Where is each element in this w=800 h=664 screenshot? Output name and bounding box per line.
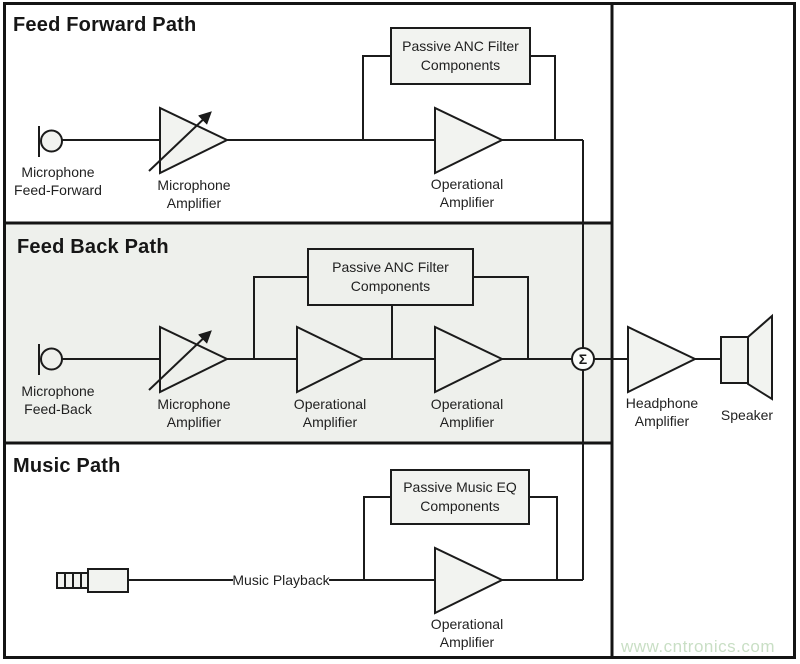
op-amp-ff-label: Operational Amplifier	[431, 175, 503, 211]
op-amp-triangle-icon	[434, 325, 505, 394]
op-amp-triangle-icon	[296, 325, 366, 394]
sum-symbol: Σ	[578, 351, 588, 367]
outer-border	[3, 2, 796, 659]
output-chain	[571, 313, 773, 401]
label-line: Operational	[430, 176, 504, 192]
audio-jack-icon	[87, 568, 129, 593]
label-line: Components	[420, 57, 501, 73]
mic-amplifier-triangle-icon	[159, 106, 230, 175]
passive-anc-filter-box	[390, 27, 531, 85]
speaker-icon	[747, 313, 773, 401]
label-line: Music Playback	[232, 572, 330, 588]
passive-anc-filter-ff-label: Passive ANC Filter Components	[391, 28, 530, 84]
label-line: Speaker	[720, 407, 774, 423]
label-line: Amplifier	[166, 195, 222, 211]
feedback-wire-right	[530, 55, 556, 140]
label-line: Microphone	[157, 177, 231, 193]
feed-back-title: Feed Back Path	[17, 236, 169, 258]
label-line: Microphone	[21, 164, 95, 180]
mic-amplifier-fb-label: Microphone Amplifier	[157, 395, 230, 431]
label-line: Headphone	[625, 395, 699, 411]
label-line: Amplifier	[439, 194, 495, 210]
op-amp-triangle-icon	[434, 546, 505, 615]
feedback-wire-left	[363, 496, 391, 580]
label-line: Feed-Back	[24, 401, 92, 417]
label-line: Amplifier	[439, 414, 495, 430]
music-path	[56, 370, 584, 615]
headphone-amp-label: Headphone Amplifier	[626, 394, 698, 430]
op-amp1-fb-label: Operational Amplifier	[294, 395, 366, 431]
op-amp2-fb-label: Operational Amplifier	[431, 395, 503, 431]
label-line: Amplifier	[634, 413, 690, 429]
op-amp-triangle-icon	[434, 106, 505, 175]
passive-music-eq-label: Passive Music EQ Components	[391, 470, 529, 524]
label-line: Feed-Forward	[14, 182, 102, 198]
label-line: Components	[420, 498, 500, 514]
microphone-ff-icon	[40, 129, 63, 153]
headphone-amp-triangle-icon	[627, 325, 698, 394]
label-line: Components	[350, 278, 431, 294]
feed-forward-path	[38, 27, 584, 348]
label-line: Microphone	[157, 396, 231, 412]
op-amp-music-label: Operational Amplifier	[431, 615, 503, 651]
feed-forward-title: Feed Forward Path	[13, 14, 197, 36]
label-line: Amplifier	[439, 634, 495, 650]
label-line: Passive ANC Filter	[402, 38, 519, 54]
microphone-ff-label: Microphone Feed-Forward	[14, 163, 102, 199]
microphone-fb-label: Microphone Feed-Back	[21, 382, 94, 418]
feed-back-path	[38, 248, 572, 394]
microphone-fb-icon	[40, 347, 63, 371]
label-line: Amplifier	[166, 414, 222, 430]
label-line: Microphone	[21, 383, 95, 399]
label-line: Operational	[430, 396, 504, 412]
label-line: Amplifier	[302, 414, 358, 430]
gain-arrow-icon	[148, 330, 212, 391]
gain-arrow-icon	[148, 111, 212, 172]
speaker-icon	[720, 336, 749, 384]
feedback-wire-left	[253, 276, 308, 359]
passive-music-eq-box	[390, 469, 530, 525]
label-line: Operational	[430, 616, 504, 632]
passive-anc-filter-fb-label: Passive ANC Filter Components	[308, 249, 473, 305]
feedback-wire-right	[473, 276, 529, 359]
label-line: Operational	[293, 396, 367, 412]
music-title: Music Path	[13, 455, 121, 477]
watermark: www.cntronics.com	[621, 637, 775, 656]
mic-amplifier-triangle-icon	[159, 325, 230, 394]
music-playback-label: Music Playback	[232, 571, 329, 589]
label-line: Passive Music EQ	[403, 479, 517, 495]
speaker-label: Speaker	[721, 406, 773, 424]
feedback-wire-right	[529, 496, 558, 580]
feedback-wire-left	[362, 55, 391, 140]
label-line: Passive ANC Filter	[332, 259, 449, 275]
passive-anc-filter-box	[307, 248, 474, 306]
mic-amplifier-ff-label: Microphone Amplifier	[157, 176, 230, 212]
